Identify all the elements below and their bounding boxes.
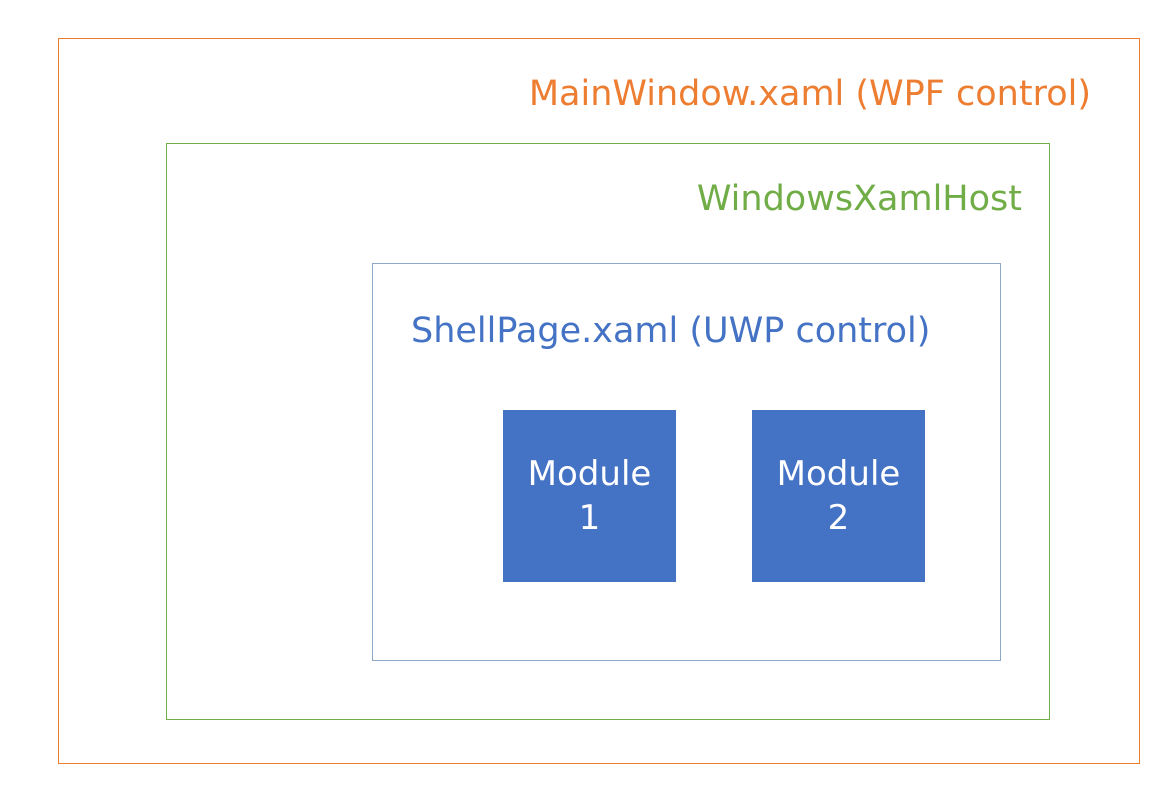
main-window-container: MainWindow.xaml (WPF control) WindowsXam… [58,38,1140,764]
windows-xaml-host-container: WindowsXamlHost ShellPage.xaml (UWP cont… [166,143,1050,720]
windows-xaml-host-label: WindowsXamlHost [696,179,1022,219]
module-1-box: Module 1 [503,410,676,582]
module-2-title: Module [776,453,901,494]
shell-page-label: ShellPage.xaml (UWP control) [411,311,931,351]
module-2-number: 2 [827,498,850,538]
shell-page-container: ShellPage.xaml (UWP control) Module 1 Mo… [372,263,1001,661]
main-window-label: MainWindow.xaml (WPF control) [528,74,1091,114]
module-1-title: Module [527,453,652,494]
module-2-box: Module 2 [752,410,925,582]
module-1-number: 1 [578,498,601,538]
